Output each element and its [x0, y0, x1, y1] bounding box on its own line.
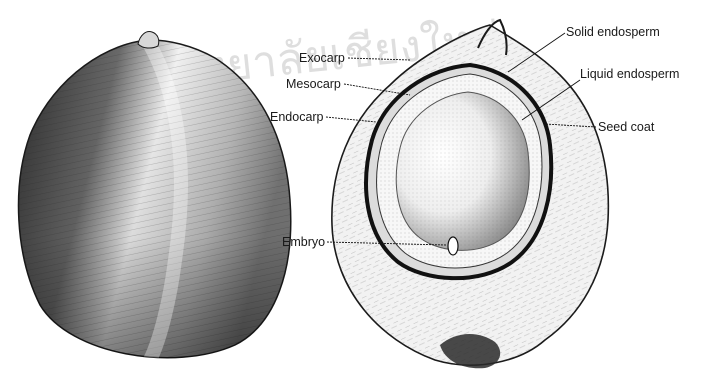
svg-text:Embryo: Embryo [282, 235, 325, 249]
svg-text:Endocarp: Endocarp [270, 110, 324, 124]
svg-text:Exocarp: Exocarp [299, 51, 345, 65]
svg-text:Mesocarp: Mesocarp [286, 77, 341, 91]
svg-text:Seed coat: Seed coat [598, 120, 655, 134]
embryo-shape [448, 237, 458, 255]
svg-text:Liquid endosperm: Liquid endosperm [580, 67, 679, 81]
svg-text:Solid endosperm: Solid endosperm [566, 25, 660, 39]
